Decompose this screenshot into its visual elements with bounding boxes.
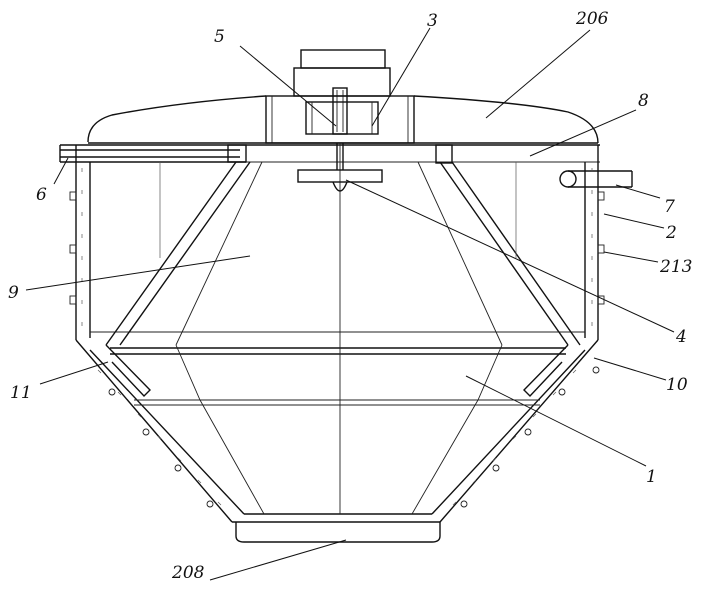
label-11: 11 xyxy=(10,383,32,403)
hopper-1 xyxy=(105,344,569,515)
label-8: 8 xyxy=(638,91,649,111)
label-3: 3 xyxy=(427,11,438,31)
label-2: 2 xyxy=(665,223,677,243)
label-206: 206 xyxy=(575,9,609,29)
outlet-pipe-7 xyxy=(559,170,633,188)
label-213: 213 xyxy=(659,257,692,277)
label-1: 1 xyxy=(646,467,657,487)
vessel-wall xyxy=(69,145,605,523)
label-9: 9 xyxy=(8,283,19,303)
reference-labels: 5 3 206 8 6 7 2 213 9 4 11 10 1 208 xyxy=(8,9,692,583)
label-4: 4 xyxy=(675,327,687,347)
drive-housing xyxy=(265,95,415,144)
bottom-dish-208 xyxy=(232,513,441,543)
label-7: 7 xyxy=(664,197,675,217)
impeller-4 xyxy=(297,143,383,514)
label-5: 5 xyxy=(214,27,225,47)
motor xyxy=(293,49,391,135)
leader-lines xyxy=(25,27,675,581)
label-6: 6 xyxy=(36,185,47,205)
label-10: 10 xyxy=(666,375,688,395)
inlet-pipe-6 xyxy=(60,149,240,158)
top-flange xyxy=(59,144,600,164)
label-208: 208 xyxy=(171,563,205,583)
